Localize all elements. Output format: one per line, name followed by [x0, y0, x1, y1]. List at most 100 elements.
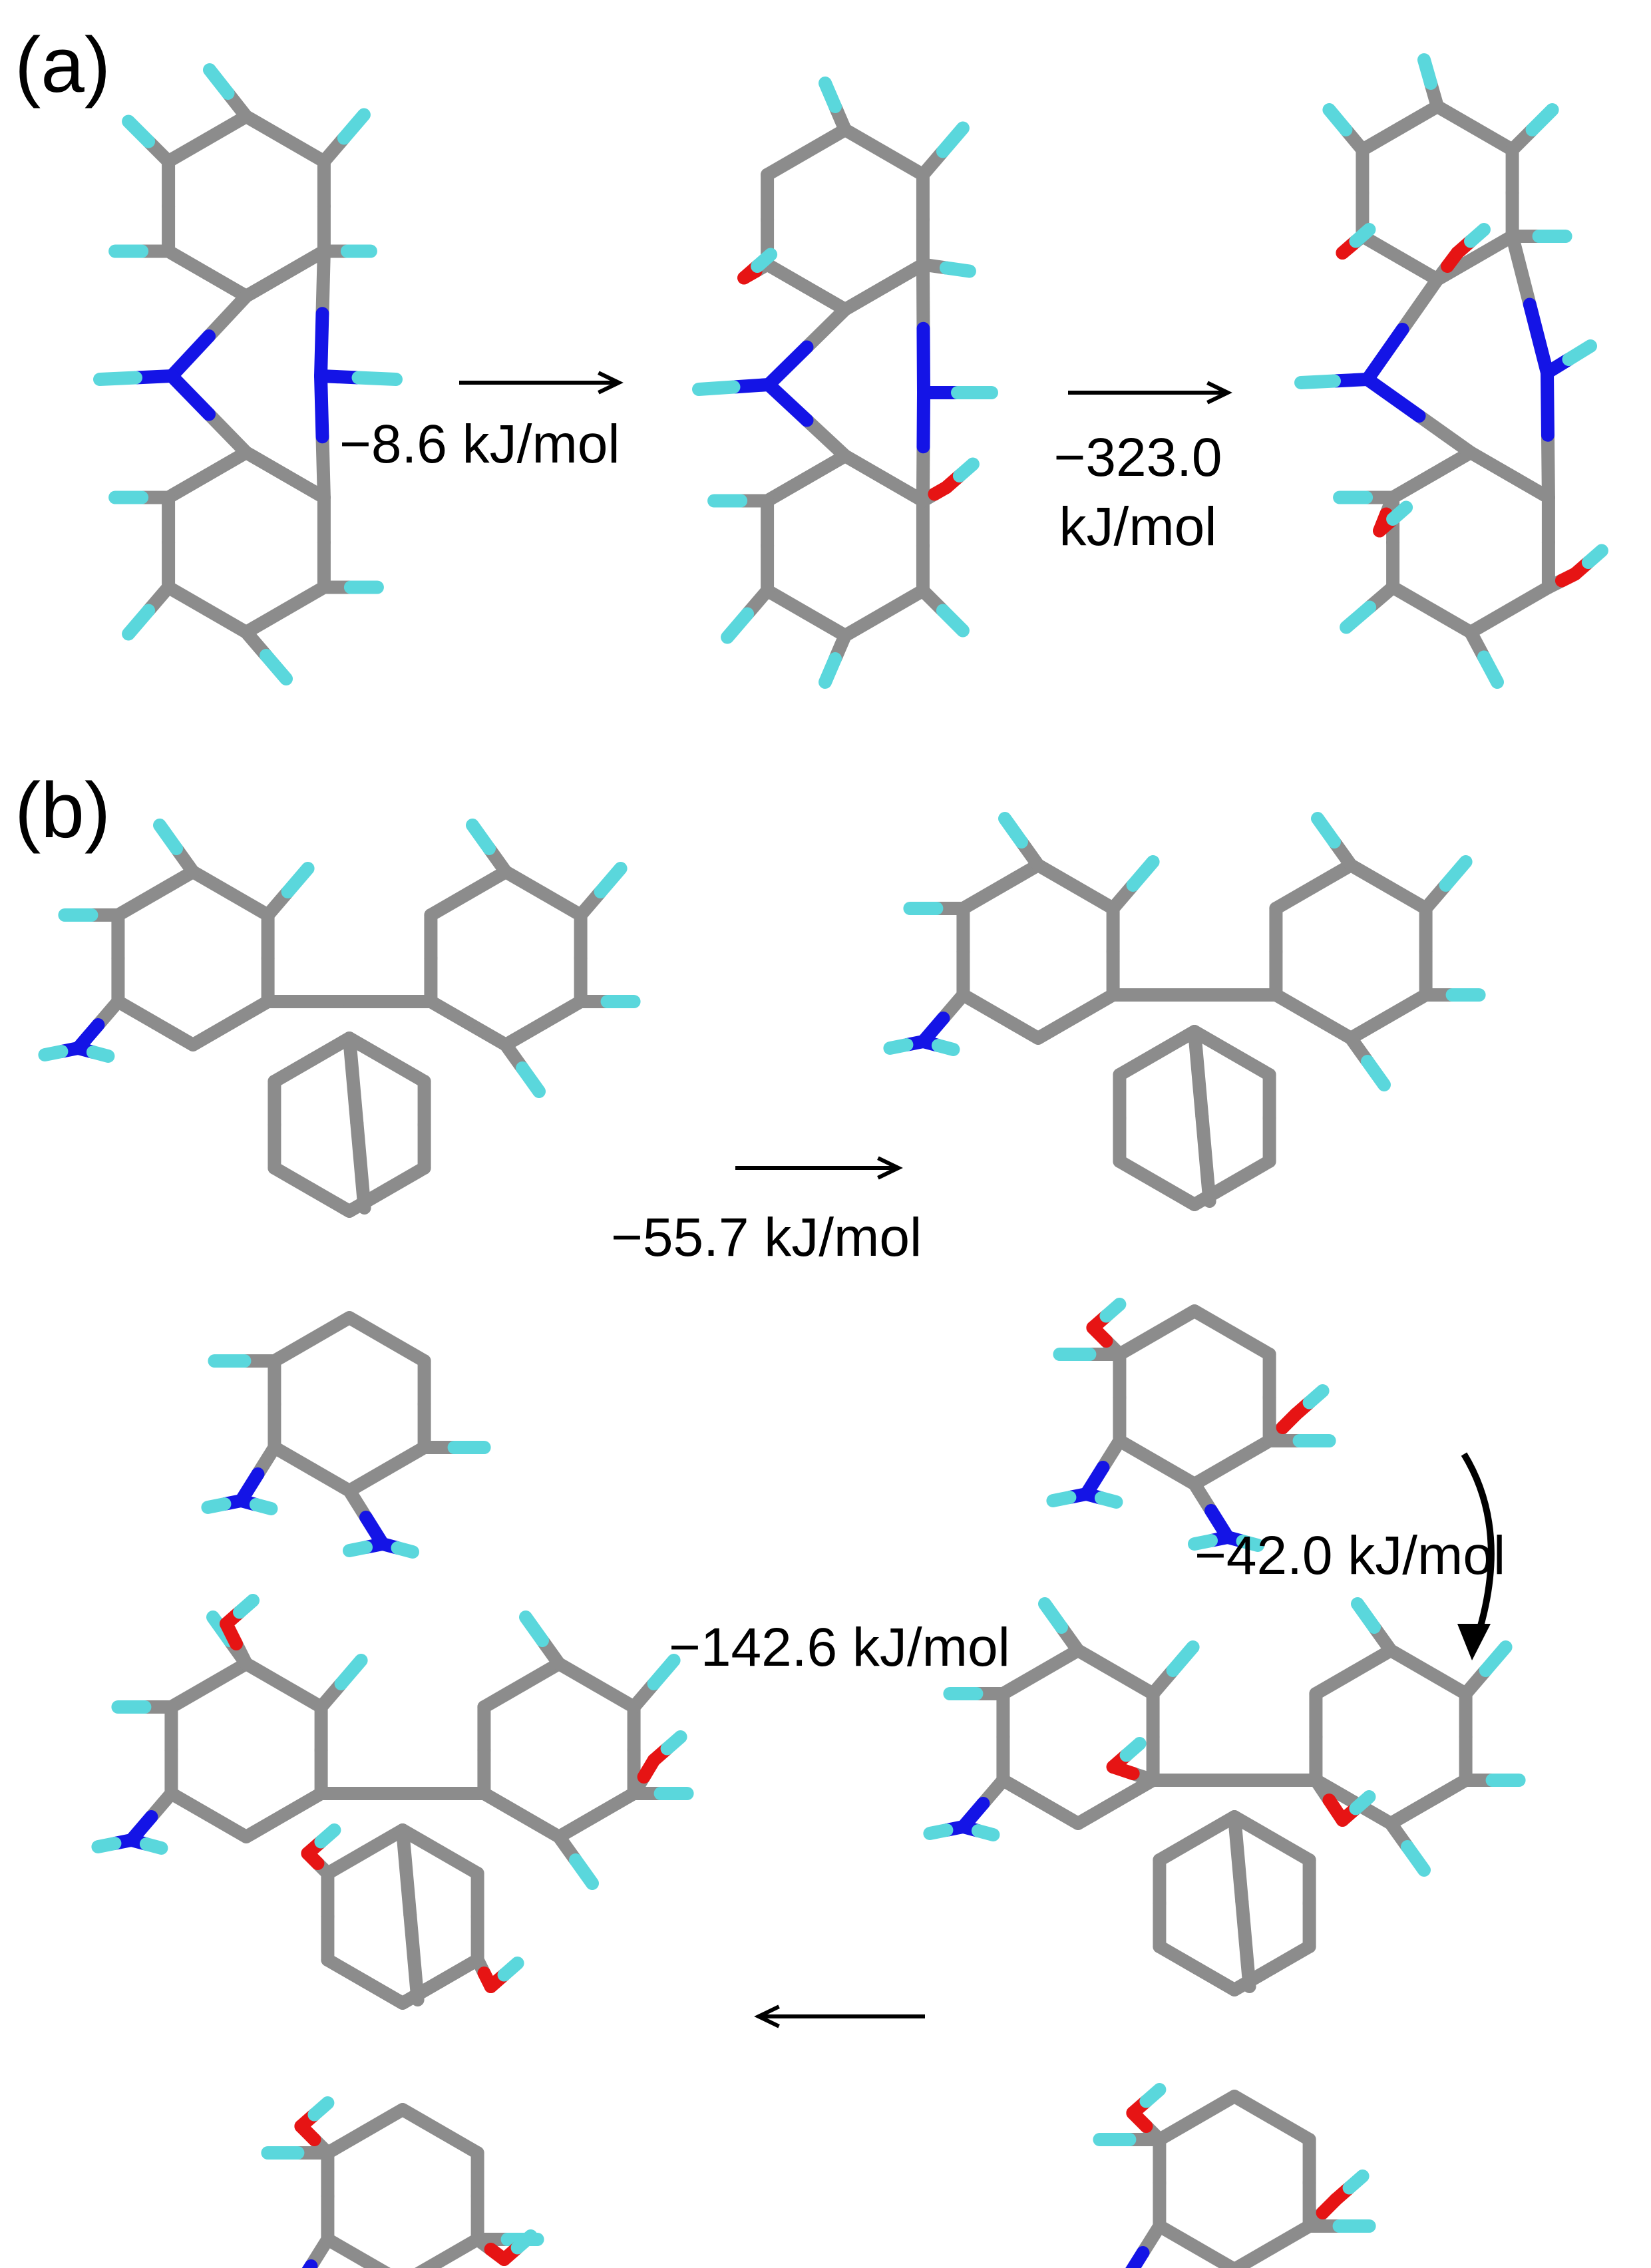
nitrogen-bond: [1361, 323, 1409, 386]
hydrogen-bond: [819, 652, 842, 689]
carbon-bond: [433, 1953, 484, 1988]
carbon-bond: [1113, 1434, 1164, 1469]
carbon-bond: [1269, 988, 1320, 1024]
carbon-bond: [268, 1332, 319, 1368]
hydrogen-bond: [1477, 650, 1504, 689]
carbon-bond: [162, 132, 214, 168]
hydrogen-bond: [939, 261, 976, 278]
carbon-bond: [799, 606, 852, 642]
carbon-bond: [433, 2233, 484, 2268]
nitrogen-bond: [762, 340, 814, 391]
energy-b2: −42.0 kJ/mol: [1194, 1525, 1506, 1586]
hydrogen-bond: [281, 862, 315, 898]
hydrogen-bond: [819, 77, 842, 113]
carbon-bond: [1356, 121, 1407, 156]
carbon-bond: [1393, 251, 1444, 286]
carbon-bond: [994, 1010, 1045, 1045]
carbon-bond: [1346, 1644, 1397, 1679]
hydrogen-bond: [249, 1498, 278, 1515]
carbon-bond: [1153, 1831, 1204, 1867]
hydrogen-bond: [122, 114, 156, 148]
carbon-bond: [1265, 2111, 1316, 2146]
hydrogen-bond: [1386, 500, 1413, 526]
carbon-bond: [1033, 1795, 1085, 1830]
hydrogen-bond: [1119, 1737, 1147, 1762]
carbon-bond: [1306, 1010, 1358, 1045]
carbon-bond: [1235, 1895, 1256, 1993]
hydrogen-bond: [1038, 1597, 1068, 1634]
hydrogen-bond: [519, 1610, 549, 1647]
hydrogen-bond: [1349, 223, 1376, 248]
arrow-b3: [754, 2004, 925, 2028]
carbon-bond: [1225, 1155, 1276, 1190]
nitrogen-bond: [165, 369, 216, 421]
carbon-bond: [240, 110, 292, 146]
carbon-bond: [1188, 1025, 1209, 1123]
carbon-bond: [499, 1016, 550, 1051]
carbon-bond: [415, 2254, 447, 2268]
carbon-bond: [1113, 1155, 1164, 1190]
hydrogen-bond: [923, 1823, 954, 1840]
carbon-bond: [1344, 1010, 1395, 1045]
hydrogen-bond: [351, 371, 403, 386]
hydrogen-bond: [466, 819, 496, 855]
carbon-bond: [1071, 1644, 1123, 1679]
hydrogen-bond: [721, 607, 755, 644]
carbon-bond: [1225, 1434, 1276, 1469]
carbon-bond: [1069, 988, 1120, 1024]
panel-label-a: (a): [15, 21, 111, 109]
carbon-bond: [1425, 446, 1477, 482]
carbon-bond: [536, 886, 588, 922]
carbon-bond: [315, 244, 331, 321]
nitrogen-bond: [1125, 2246, 1150, 2268]
carbon-bond: [761, 258, 813, 294]
carbon-bond: [162, 580, 214, 617]
carbon-bond: [916, 440, 930, 508]
carbon-bond: [1381, 988, 1433, 1024]
carbon-bond: [1425, 603, 1477, 639]
energy-a2-value: −323.0: [1053, 427, 1222, 488]
carbon-bond: [1356, 230, 1407, 265]
molecule-b-reactant: [38, 819, 641, 1559]
carbon-bond: [305, 1311, 356, 1346]
carbon-bond: [164, 1787, 216, 1822]
carbon-bond: [1412, 409, 1477, 459]
hydrogen-bond: [307, 2096, 335, 2122]
carbon-bond: [380, 1332, 431, 1368]
hydrogen-bond: [1139, 2083, 1167, 2108]
carbon-bond: [1386, 468, 1439, 504]
carbon-bond: [202, 289, 253, 343]
carbon-bond: [1153, 2219, 1204, 2255]
carbon-bond: [202, 1808, 253, 1843]
hydrogen-bond: [936, 604, 970, 638]
carbon-bond: [186, 865, 238, 900]
arrow-b1: [735, 1156, 903, 1180]
carbon-bond: [1306, 858, 1358, 894]
carbon-bond: [1344, 858, 1395, 894]
hydrogen-bond: [1479, 1640, 1513, 1677]
molecule-b-intermediate-2: [923, 1597, 1526, 2268]
carbon-bond: [268, 1053, 319, 1088]
hydrogen-bond: [260, 649, 293, 685]
carbon-bond: [278, 580, 331, 617]
molecule-b-intermediate-1: [883, 812, 1486, 1552]
carbon-bond: [350, 1116, 371, 1215]
carbon-bond: [202, 1657, 253, 1692]
carbon-bond: [1505, 230, 1537, 311]
hydrogen-bond: [1340, 600, 1377, 634]
hydrogen-bond: [1361, 1055, 1391, 1091]
molecule-a-reactant: [93, 63, 403, 685]
carbon-bond: [1541, 428, 1555, 504]
hydrogen-bond: [594, 862, 628, 898]
carbon-bond: [996, 1774, 1047, 1809]
carbon-bond: [477, 1678, 528, 1714]
carbon-bond: [111, 995, 162, 1030]
carbon-bond: [1109, 1665, 1160, 1700]
carbon-bond: [305, 1183, 356, 1218]
nitrogen-bond: [314, 369, 329, 444]
energy-b1: −55.7 kJ/mol: [611, 1207, 922, 1268]
hydrogen-bond: [1311, 812, 1341, 849]
carbon-bond: [1384, 1644, 1435, 1679]
carbon-bond: [1113, 1046, 1164, 1081]
